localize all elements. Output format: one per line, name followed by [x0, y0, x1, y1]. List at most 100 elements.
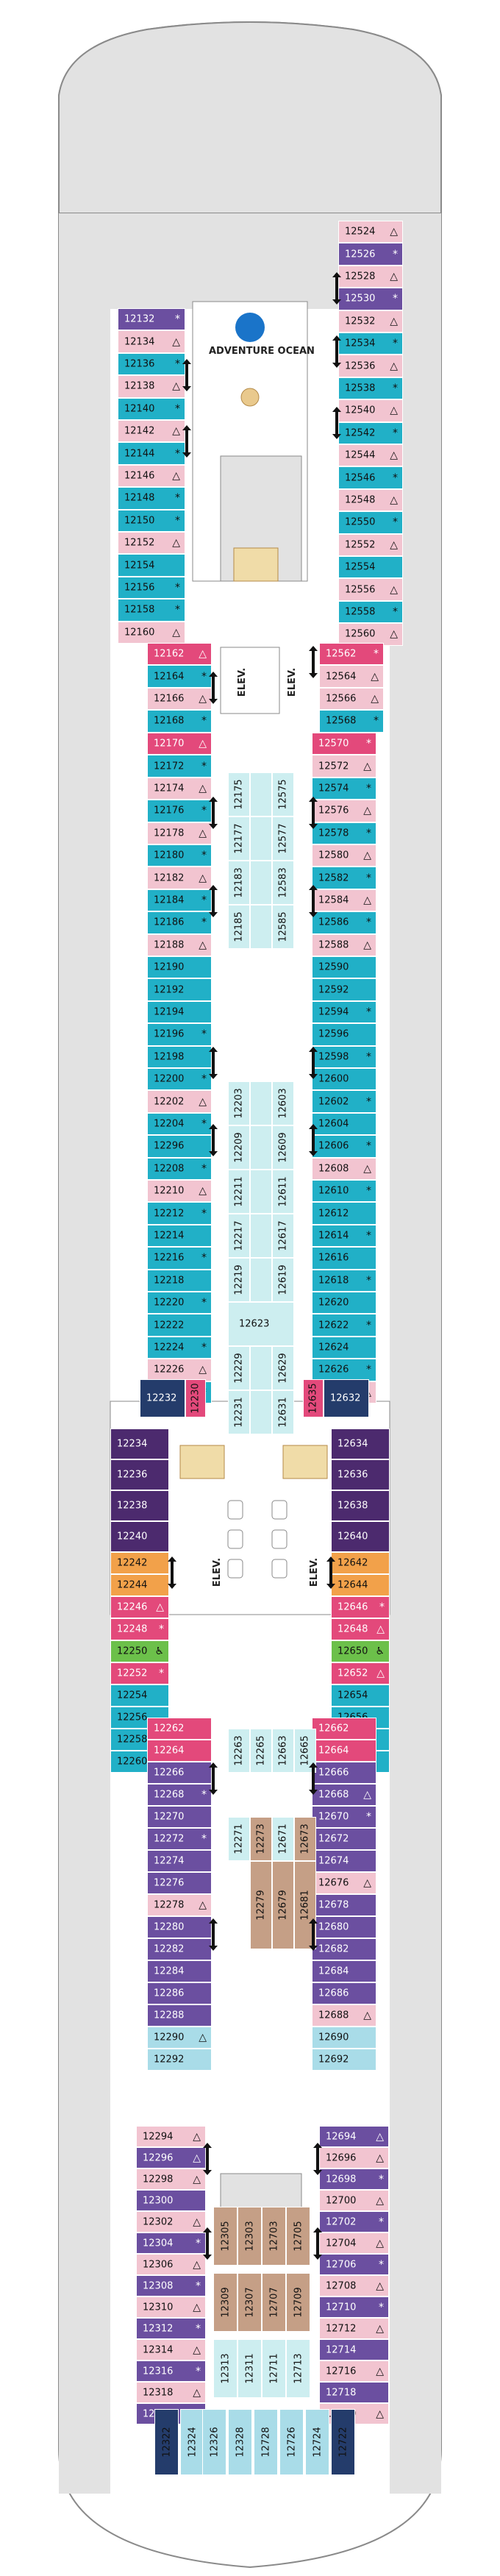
cabin-interior-fwd[interactable]: 12229 — [228, 1346, 250, 1390]
cabin-right-fwd[interactable]: 12582* — [312, 867, 376, 889]
cabin-right-fwd[interactable]: 12586* — [312, 911, 376, 934]
cabin-left-aft[interactable]: 12262 — [147, 1718, 212, 1740]
cabin-left-fwd[interactable]: 12184* — [147, 889, 212, 912]
cabin-left-aft[interactable]: 12288 — [147, 2004, 212, 2027]
cabin-right-fwd[interactable]: 12562* — [319, 643, 384, 666]
cabin-left-fwd[interactable]: 12176* — [147, 800, 212, 822]
cabin-right-fwd[interactable]: 12612 — [312, 1202, 376, 1225]
cabin-right-mid[interactable]: 12648△ — [331, 1618, 390, 1640]
cabin-right-aft[interactable]: 12678 — [312, 1894, 376, 1916]
cabin-left-fwd[interactable]: 12198 — [147, 1045, 212, 1068]
corridor-cell[interactable] — [250, 1170, 272, 1214]
cabin-right-fwd[interactable]: 12542* — [338, 421, 403, 444]
cabin-left-aft[interactable]: 12266 — [147, 1762, 212, 1784]
cabin-stern-row[interactable]: 12326 — [202, 2409, 226, 2475]
cabin-left-fwd[interactable]: 12162△ — [147, 643, 212, 666]
cabin-interior-aft[interactable]: 12663 — [272, 1729, 294, 1773]
cabin-interior-fwd[interactable]: 12217 — [228, 1214, 250, 1258]
cabin-right-stern[interactable]: 12704△ — [319, 2232, 389, 2254]
cabin-left-stern[interactable]: 12304* — [136, 2232, 206, 2254]
cabin-right-fwd[interactable]: 12538* — [338, 377, 403, 400]
cabin-right-aft[interactable]: 12688△ — [312, 2004, 376, 2027]
cabin-stern-row[interactable]: 12726 — [279, 2409, 304, 2475]
corridor-cell[interactable] — [250, 861, 272, 905]
cabin-right-fwd[interactable]: 12594* — [312, 1000, 376, 1024]
cabin-left-aft[interactable]: 12276 — [147, 1872, 212, 1894]
corridor-cell[interactable] — [250, 772, 272, 816]
cabin-interior-fwd[interactable]: 12209 — [228, 1125, 250, 1170]
cabin-interior-aft[interactable]: 12681 — [294, 1861, 316, 1949]
cabin-interior-stern[interactable]: 12703 — [262, 2207, 286, 2266]
corridor-cell[interactable] — [250, 905, 272, 949]
cabin-interior-fwd[interactable]: 12631 — [272, 1390, 294, 1434]
cabin-left-stern[interactable]: 12314△ — [136, 2339, 206, 2360]
cabin-left-mid[interactable]: 12240 — [110, 1521, 169, 1552]
cabin-right-fwd[interactable]: 12568* — [319, 710, 384, 733]
cabin-left-fwd[interactable]: 12152△ — [118, 532, 185, 555]
cabin-right-fwd[interactable]: 12524△ — [338, 221, 403, 243]
cabin-corner-right[interactable]: 12632 — [324, 1379, 369, 1417]
cabin-right-aft[interactable]: 12690 — [312, 2027, 376, 2049]
cabin-interior-aft[interactable]: 12279 — [250, 1861, 272, 1949]
cabin-left-stern[interactable]: 12306△ — [136, 2254, 206, 2275]
cabin-right-fwd[interactable]: 12604 — [312, 1112, 376, 1136]
cabin-left-mid[interactable]: 12250♿ — [110, 1640, 169, 1662]
cabin-right-fwd[interactable]: 12544△ — [338, 444, 403, 467]
cabin-interior-fwd[interactable]: 12583 — [272, 861, 294, 905]
cabin-right-fwd[interactable]: 12578* — [312, 822, 376, 844]
cabin-left-stern[interactable]: 12318△ — [136, 2382, 206, 2403]
cabin-left-aft[interactable]: 12292 — [147, 2049, 212, 2071]
cabin-right-aft[interactable]: 12692 — [312, 2049, 376, 2071]
cabin-right-fwd[interactable]: 12616 — [312, 1247, 376, 1270]
cabin-right-fwd[interactable]: 12580△ — [312, 844, 376, 867]
cabin-right-aft[interactable]: 12672 — [312, 1828, 376, 1850]
cabin-left-fwd[interactable]: 12170△ — [147, 733, 212, 755]
corridor-cell[interactable] — [250, 816, 272, 861]
cabin-left-fwd[interactable]: 12226△ — [147, 1359, 212, 1381]
cabin-left-fwd[interactable]: 12194 — [147, 1000, 212, 1024]
cabin-left-fwd[interactable]: 12154 — [118, 554, 185, 577]
cabin-left-stern[interactable]: 12298△ — [136, 2168, 206, 2190]
cabin-right-stern[interactable]: 12706* — [319, 2254, 389, 2275]
cabin-right-fwd[interactable]: 12566△ — [319, 687, 384, 711]
cabin-left-mid[interactable]: 12242 — [110, 1552, 169, 1574]
cabin-right-fwd[interactable]: 12560△ — [338, 623, 403, 646]
cabin-left-stern[interactable]: 12308* — [136, 2275, 206, 2296]
cabin-right-stern[interactable]: 12712△ — [319, 2318, 389, 2339]
cabin-interior-stern[interactable]: 12311 — [238, 2339, 262, 2398]
cabin-interior-stern[interactable]: 12313 — [213, 2339, 238, 2398]
cabin-interior-stern[interactable]: 12711 — [262, 2339, 286, 2398]
cabin-left-stern[interactable]: 12316* — [136, 2360, 206, 2382]
cabin-right-fwd[interactable]: 12592 — [312, 978, 376, 1001]
cabin-right-mid[interactable]: 12638 — [331, 1490, 390, 1521]
cabin-left-aft[interactable]: 12272* — [147, 1828, 212, 1850]
cabin-left-fwd[interactable]: 12168* — [147, 710, 212, 733]
cabin-right-mid[interactable]: 12636 — [331, 1459, 390, 1490]
cabin-left-fwd[interactable]: 12196* — [147, 1023, 212, 1046]
cabin-right-fwd[interactable]: 12620 — [312, 1292, 376, 1314]
cabin-interior-stern[interactable]: 12709 — [286, 2273, 310, 2332]
cabin-left-fwd[interactable]: 12142△ — [118, 420, 185, 443]
cabin-left-stern[interactable]: 12300 — [136, 2190, 206, 2211]
cabin-stern-row[interactable]: 12724 — [305, 2409, 329, 2475]
cabin-left-fwd[interactable]: 12158* — [118, 599, 185, 622]
cabin-left-fwd[interactable]: 12178△ — [147, 822, 212, 844]
cabin-right-aft[interactable]: 12686 — [312, 1982, 376, 2004]
cabin-right-fwd[interactable]: 12576△ — [312, 800, 376, 822]
cabin-right-fwd[interactable]: 12622* — [312, 1314, 376, 1337]
cabin-right-fwd[interactable]: 12552△ — [338, 533, 403, 556]
cabin-right-stern[interactable]: 12700△ — [319, 2190, 389, 2211]
cabin-left-stern[interactable]: 12312* — [136, 2318, 206, 2339]
cabin-right-fwd[interactable]: 12608△ — [312, 1157, 376, 1180]
cabin-stern-row[interactable]: 12722 — [331, 2409, 355, 2475]
cabin-right-fwd[interactable]: 12602* — [312, 1090, 376, 1113]
cabin-stern-row[interactable]: 12728 — [254, 2409, 278, 2475]
corridor-cell[interactable] — [250, 1125, 272, 1170]
cabin-left-fwd[interactable]: 12220* — [147, 1292, 212, 1314]
cabin-right-fwd[interactable]: 12536△ — [338, 355, 403, 377]
cabin-interior-fwd[interactable]: 12231 — [228, 1390, 250, 1434]
cabin-left-fwd[interactable]: 12214 — [147, 1224, 212, 1248]
cabin-right-mid[interactable]: 12650♿ — [331, 1640, 390, 1662]
cabin-left-fwd[interactable]: 12134△ — [118, 330, 185, 353]
cabin-left-fwd[interactable]: 12150* — [118, 509, 185, 532]
